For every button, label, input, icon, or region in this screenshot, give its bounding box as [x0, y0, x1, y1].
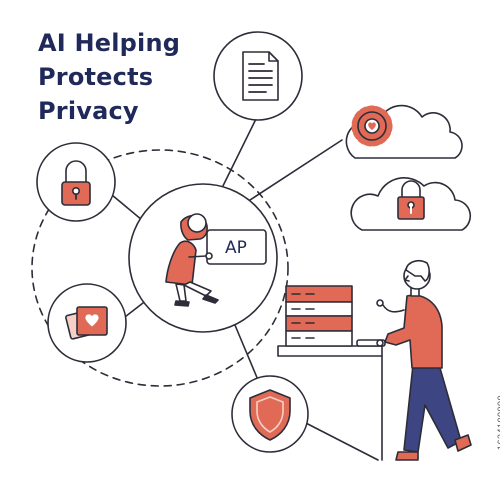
headline: AI Helping Protects Privacy: [38, 26, 180, 128]
photo-heart-icon: [47, 283, 127, 363]
dashed-orbit: [31, 149, 289, 387]
padlock-icon: [36, 142, 116, 222]
hub-circle: [128, 183, 278, 333]
stock-id: 1634100990: [496, 395, 500, 451]
server-stack-icon: [285, 285, 353, 347]
document-icon: [213, 31, 303, 121]
cloud-lock-icon: [350, 177, 472, 231]
headline-line-2: Protects: [38, 63, 154, 91]
headline-line-1: AI Helping: [38, 29, 181, 57]
cloud-gear-icon: [345, 104, 463, 159]
headline-line-3: Privacy: [38, 97, 139, 125]
hub-screen-label: AP: [225, 238, 247, 258]
woman-figure: [165, 213, 267, 307]
shield-icon: [231, 375, 309, 453]
man-figure: [376, 260, 472, 461]
